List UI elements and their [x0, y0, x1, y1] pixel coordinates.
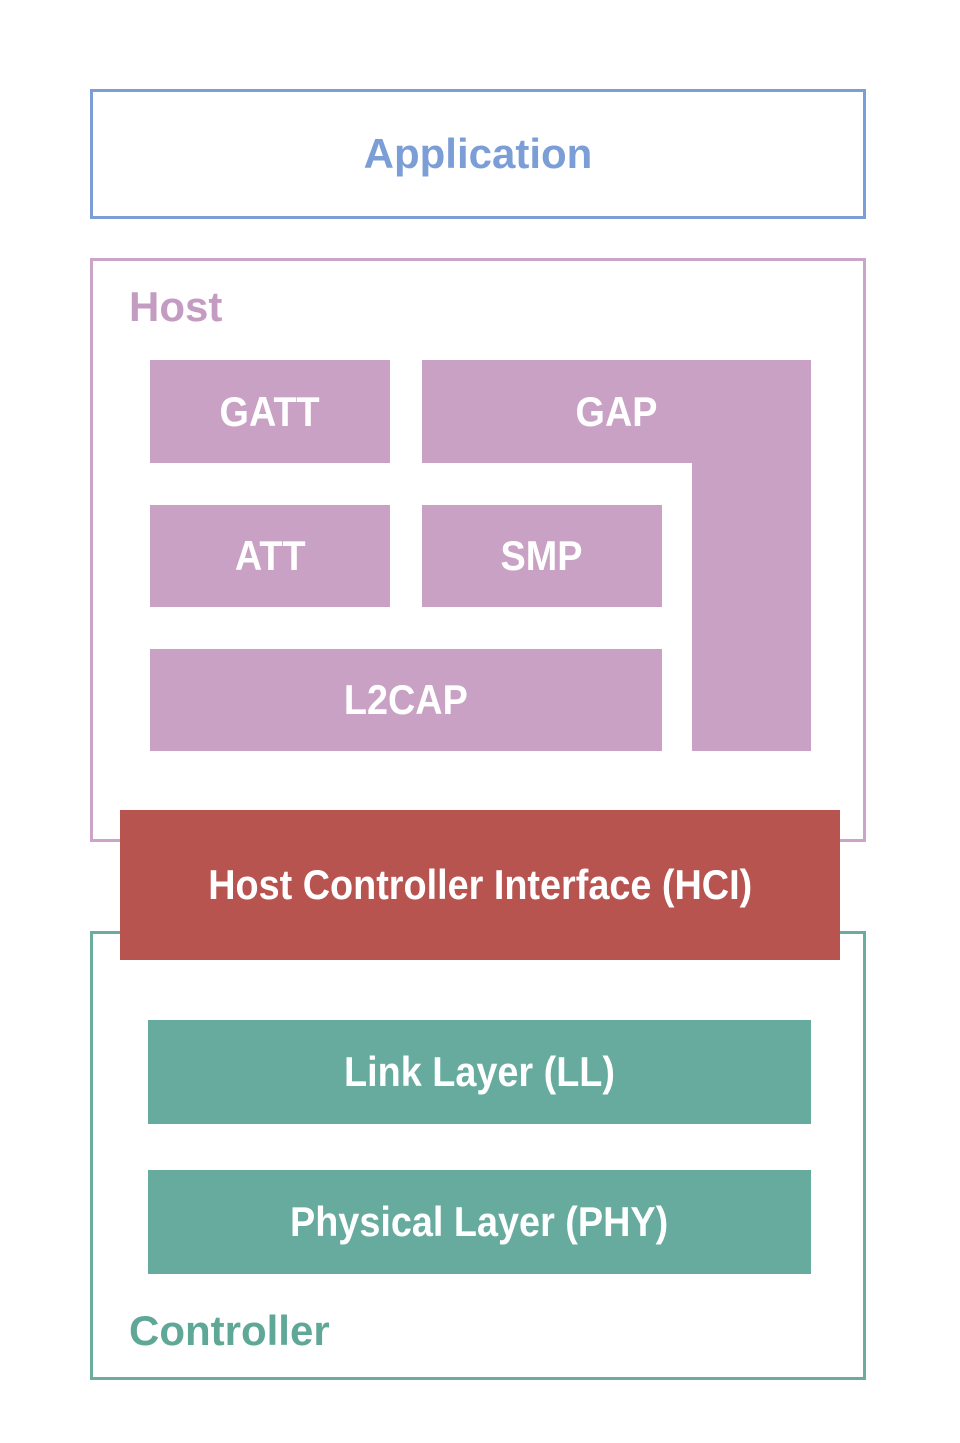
gatt-box: GATT [150, 360, 390, 463]
gap-label: GAP [575, 387, 658, 435]
l2cap-label: L2CAP [344, 676, 468, 723]
host-box: Host GATT GAP ATT SMP L2CAP [90, 258, 866, 842]
controller-label: Controller [129, 1307, 330, 1354]
host-label: Host [129, 283, 223, 330]
physical-layer-box: Physical Layer (PHY) [148, 1170, 811, 1274]
l2cap-box: L2CAP [150, 649, 662, 751]
gap-box-extension [692, 463, 811, 751]
application-box: Application [90, 89, 866, 219]
smp-box: SMP [422, 505, 662, 607]
controller-box: Link Layer (LL) Physical Layer (PHY) Con… [90, 931, 866, 1380]
att-box: ATT [150, 505, 390, 607]
att-label: ATT [234, 532, 306, 579]
hci-label: Host Controller Interface (HCI) [208, 861, 752, 908]
smp-label: SMP [501, 532, 583, 579]
link-layer-label: Link Layer (LL) [344, 1048, 615, 1095]
link-layer-box: Link Layer (LL) [148, 1020, 811, 1124]
hci-box: Host Controller Interface (HCI) [120, 810, 840, 960]
gatt-label: GATT [219, 387, 321, 435]
application-label: Application [363, 130, 593, 177]
gap-box: GAP [422, 360, 811, 463]
physical-layer-label: Physical Layer (PHY) [290, 1198, 669, 1245]
